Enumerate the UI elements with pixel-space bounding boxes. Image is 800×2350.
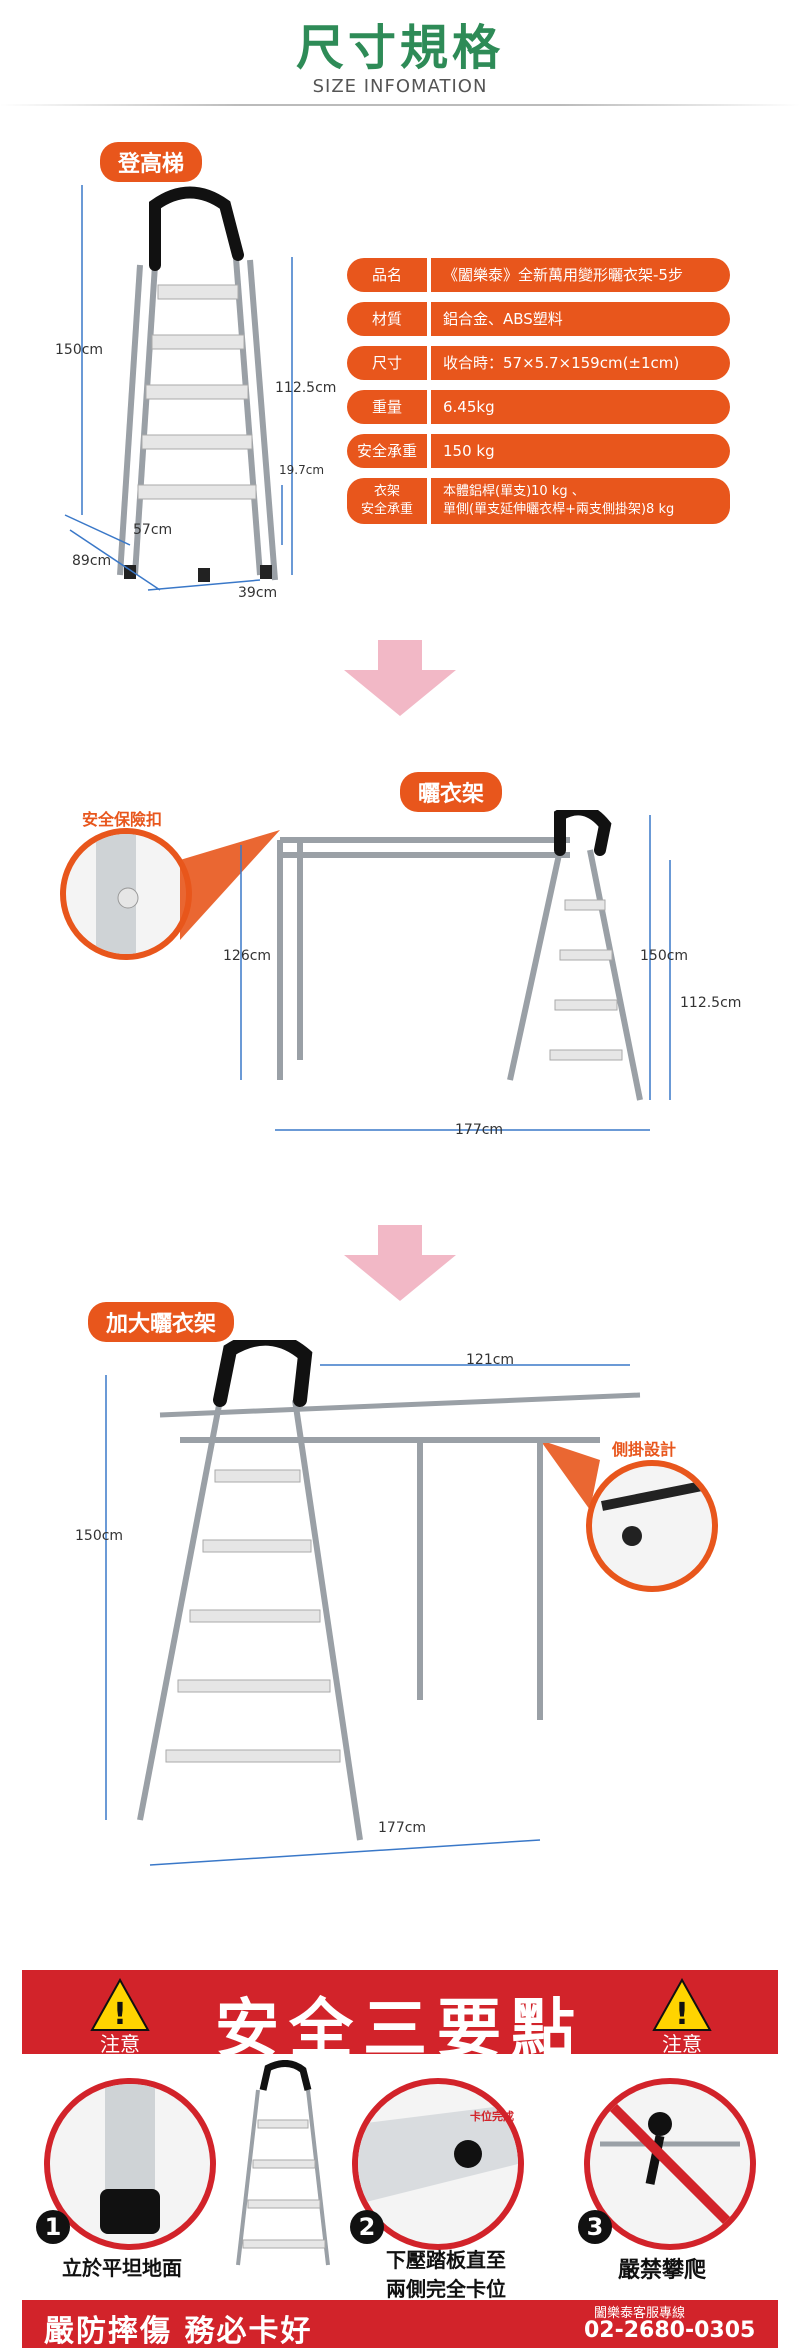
- dim-big-rack-length: 177cm: [378, 1820, 427, 1836]
- spec-key-line1: 衣架: [373, 484, 400, 499]
- spec-key-line2: 安全承重: [360, 502, 413, 517]
- spec-row: 衣架安全承重 本體鋁桿(單支)10 kg 、單側(單支延伸曬衣桿+兩支側掛架)8…: [347, 478, 730, 524]
- safety-lock-label: 安全保險扣: [82, 810, 163, 829]
- spec-row: 品名 《闔樂泰》全新萬用變形曬衣架-5步: [347, 258, 730, 292]
- tip-caption: 嚴禁攀爬: [618, 2258, 707, 2283]
- warning-icon: !: [90, 1978, 150, 2032]
- spec-key: 安全承重: [347, 434, 427, 468]
- warning-label: 注意: [662, 2032, 702, 2056]
- safety-lock-icon: [96, 834, 139, 954]
- safety-tip-flat-ground: [44, 2078, 216, 2250]
- spec-key: 重量: [347, 390, 427, 424]
- rack-illustration: [240, 810, 671, 1131]
- tip-number: 1: [36, 2210, 70, 2244]
- spec-value-line2: 單側(單支延伸曬衣桿+兩支側掛架)8 kg: [443, 502, 675, 517]
- rack-section-label: 曬衣架: [400, 772, 503, 812]
- svg-text:!: !: [675, 1997, 689, 2032]
- dim-ladder-step-height: 112.5cm: [275, 380, 337, 396]
- spec-value: 鋁合金、ABS塑料: [431, 302, 730, 336]
- ladder-foot-icon: [100, 2084, 160, 2234]
- side-hang-label: 側掛設計: [612, 1440, 677, 1459]
- spec-key: 尺寸: [347, 346, 427, 380]
- dim-rack-length: 177cm: [455, 1122, 504, 1138]
- spec-value: 6.45kg: [431, 390, 730, 424]
- spec-row: 重量 6.45kg: [347, 390, 730, 424]
- big-rack-illustration: [105, 1340, 641, 1866]
- ladder-illustration: [64, 185, 293, 591]
- tip-number: 3: [578, 2210, 612, 2244]
- dim-ladder-width: 39cm: [238, 585, 278, 601]
- hotline-label: 闔樂泰客服專線: [594, 2306, 686, 2321]
- safety-slogan: 嚴防摔傷 務必卡好: [44, 2314, 313, 2349]
- page-subtitle: SIZE INFOMATION: [312, 76, 488, 97]
- spec-value: 《闔樂泰》全新萬用變形曬衣架-5步: [431, 258, 730, 292]
- tip-number: 2: [350, 2210, 384, 2244]
- side-hang-zoom: [586, 1460, 718, 1592]
- step-lock-icon: [358, 2104, 518, 2204]
- lock-complete-tag: 卡位完成: [470, 2110, 514, 2123]
- footer-bar: [22, 2300, 778, 2348]
- safety-banner: [22, 1970, 778, 2054]
- ladder-section-label: 登高梯: [100, 142, 203, 182]
- big-rack-section-label: 加大曬衣架: [88, 1302, 235, 1342]
- spec-row: 材質 鋁合金、ABS塑料: [347, 302, 730, 336]
- dim-ladder-step-gap: 19.7cm: [279, 463, 325, 477]
- arrow-down-icon: [344, 1225, 456, 1301]
- safety-tip-no-climb: [584, 2078, 756, 2250]
- dim-rack-step-height: 112.5cm: [680, 995, 742, 1011]
- ladder-small-icon: [236, 2060, 330, 2266]
- tip-caption-line2: 兩側完全卡位: [386, 2277, 506, 2301]
- header-divider: [0, 104, 800, 106]
- safety-title: 安全三要點: [215, 1993, 585, 2067]
- callout-pointer: [180, 830, 280, 940]
- hotline-number: 02-2680-0305: [584, 2318, 756, 2343]
- spec-row: 尺寸 收合時：57×5.7×159cm(±1cm): [347, 346, 730, 380]
- dim-rack-ladder-height: 150cm: [640, 948, 689, 964]
- dim-big-rack-height: 150cm: [75, 1528, 124, 1544]
- spec-value: 收合時：57×5.7×159cm(±1cm): [431, 346, 730, 380]
- safety-lock-zoom: [60, 828, 192, 960]
- spec-key: 材質: [347, 302, 427, 336]
- dim-ladder-depth: 57cm: [133, 522, 173, 538]
- warning-icon: !: [652, 1978, 712, 2032]
- no-climbing-icon: [600, 2100, 740, 2228]
- spec-value-line1: 本體鋁桿(單支)10 kg 、: [443, 484, 585, 499]
- spec-key: 品名: [347, 258, 427, 292]
- spec-value: 本體鋁桿(單支)10 kg 、單側(單支延伸曬衣桿+兩支側掛架)8 kg: [431, 478, 730, 524]
- safety-tip-lock-step: [352, 2078, 524, 2250]
- spec-row: 安全承重 150 kg: [347, 434, 730, 468]
- tip-caption-line1: 下壓踏板直至: [386, 2248, 506, 2272]
- warning-label: 注意: [100, 2032, 140, 2056]
- side-hang-icon: [601, 1481, 703, 1546]
- page-title: 尺寸規格: [295, 20, 504, 76]
- dim-rack-height: 126cm: [223, 948, 272, 964]
- arrow-down-icon: [344, 640, 456, 716]
- dim-ladder-base-depth: 89cm: [72, 553, 112, 569]
- svg-text:!: !: [113, 1997, 127, 2032]
- tip-caption: 下壓踏板直至 兩側完全卡位: [386, 2244, 506, 2302]
- dim-big-rack-bar: 121cm: [466, 1352, 515, 1368]
- spec-key: 衣架安全承重: [347, 478, 427, 524]
- dim-ladder-height: 150cm: [55, 342, 104, 358]
- tip-caption: 立於平坦地面: [62, 2256, 182, 2280]
- callout-pointer: [540, 1440, 600, 1510]
- spec-value: 150 kg: [431, 434, 730, 468]
